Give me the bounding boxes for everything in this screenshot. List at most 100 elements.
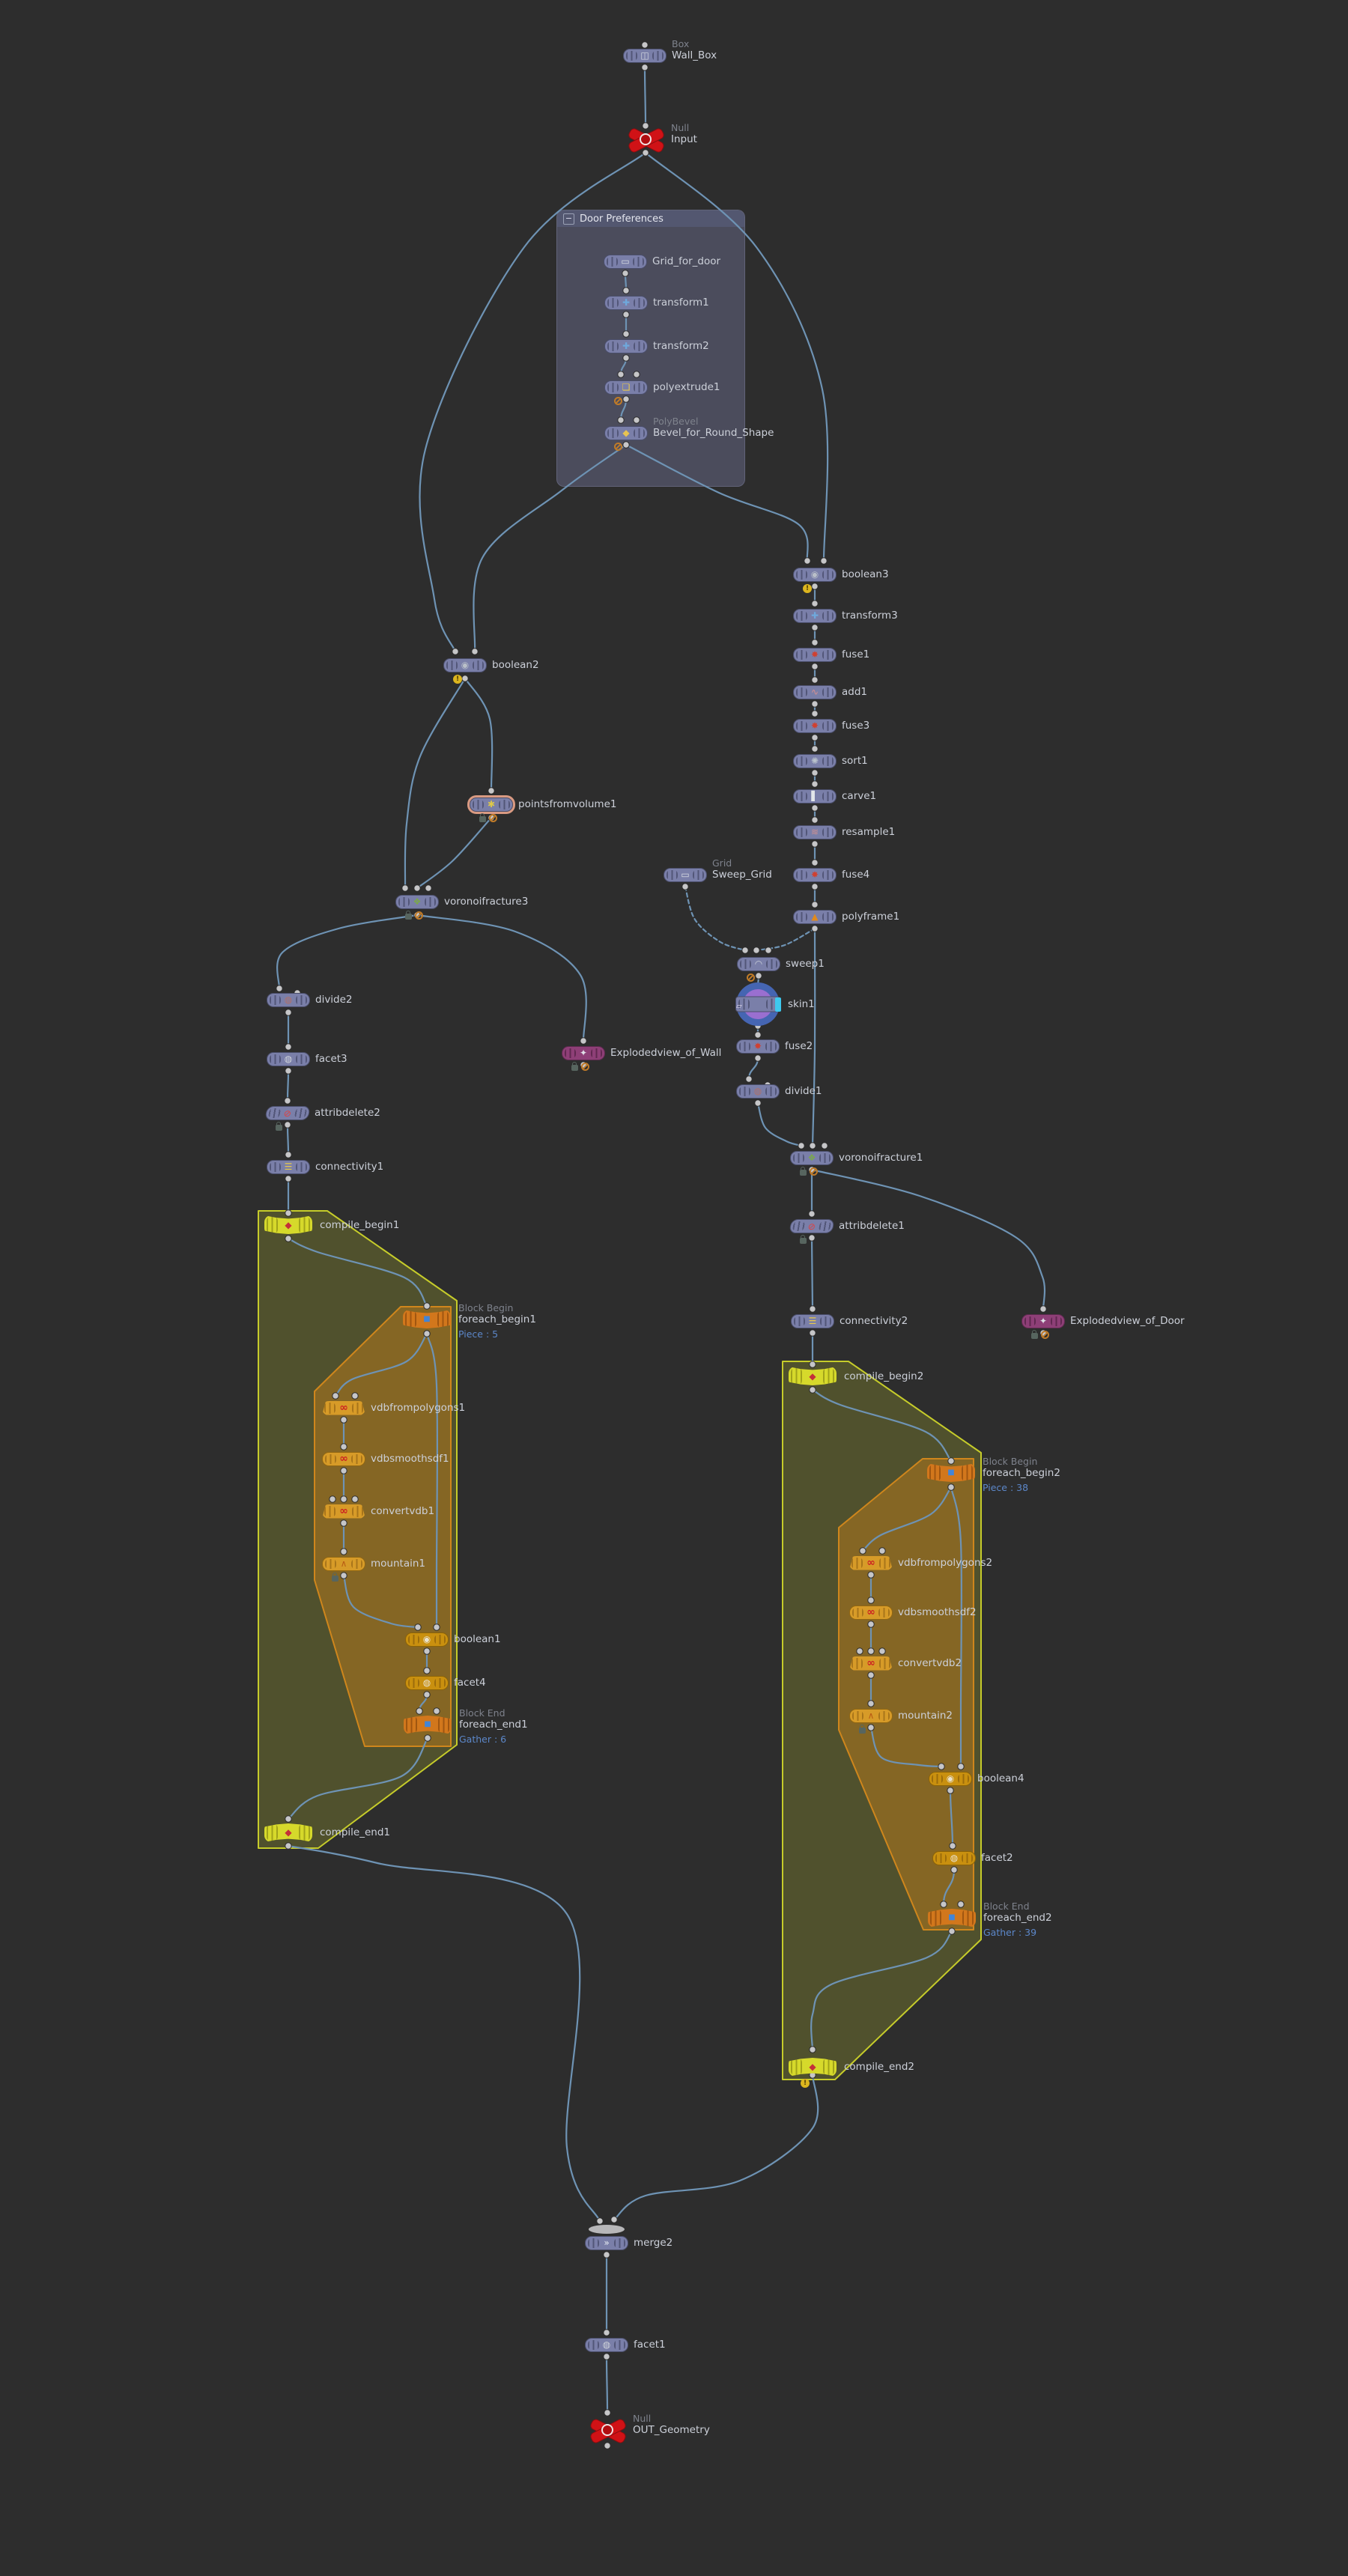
node-mountain1[interactable]: ∧: [322, 1556, 365, 1571]
node-Bevel_for_Round_Shape[interactable]: ◆: [604, 425, 648, 440]
node-add1[interactable]: ∿: [793, 684, 837, 699]
lock-badge-icon[interactable]: [800, 1234, 807, 1244]
connector-dot[interactable]: [950, 1866, 958, 1874]
connector-dot[interactable]: [610, 2216, 618, 2223]
wire-foreach_end2-to-compile_end2[interactable]: [810, 1930, 953, 2051]
connector-dot[interactable]: [424, 1734, 431, 1742]
connector-dot[interactable]: [423, 1647, 431, 1655]
connector-dot[interactable]: [285, 1151, 292, 1158]
node-voronoifracture3[interactable]: ❖: [395, 894, 439, 909]
connector-dot[interactable]: [285, 1009, 292, 1016]
warning-badge-icon[interactable]: !: [803, 583, 812, 593]
node-boolean3[interactable]: ◉: [793, 567, 837, 582]
unload-badge-icon[interactable]: [614, 442, 622, 451]
wire-polyframe1-to-sweep1[interactable]: [755, 927, 816, 952]
connector-dot[interactable]: [622, 287, 630, 294]
lock-badge-icon[interactable]: [800, 1166, 807, 1176]
node-Input[interactable]: [627, 126, 666, 154]
connector-dot[interactable]: [798, 1142, 805, 1149]
connector-dot[interactable]: [284, 1097, 291, 1105]
node-attribdelete1[interactable]: ⊘: [789, 1218, 835, 1233]
connector-dot[interactable]: [340, 1572, 347, 1579]
connector-dot[interactable]: [947, 1483, 955, 1491]
wire-Wall_Box-to-Input[interactable]: [643, 66, 647, 127]
lock-badge-icon[interactable]: [276, 1121, 282, 1131]
connector-dot[interactable]: [351, 1495, 359, 1503]
connector-dot[interactable]: [604, 2442, 611, 2449]
connector-dot[interactable]: [340, 1416, 347, 1424]
node-compile_begin1[interactable]: ◆: [264, 1215, 312, 1234]
wire-facet2-to-foreach_end2[interactable]: [942, 1868, 956, 1906]
node-fuse4[interactable]: ✸: [793, 867, 837, 882]
node-merge2[interactable]: »: [585, 2235, 628, 2250]
connector-dot[interactable]: [285, 1209, 292, 1217]
node-sweep1[interactable]: ◠: [737, 956, 780, 971]
connector-dot[interactable]: [755, 972, 762, 979]
connector-dot[interactable]: [452, 648, 459, 655]
connector-dot[interactable]: [642, 149, 649, 157]
connector-dot[interactable]: [811, 883, 819, 890]
connector-dot[interactable]: [957, 1763, 965, 1770]
connector-dot[interactable]: [423, 1302, 431, 1310]
connector-dot[interactable]: [617, 416, 625, 424]
connector-dot[interactable]: [856, 1647, 863, 1655]
wire-compile_end1-to-merge2[interactable]: [287, 1844, 601, 2223]
connector-dot[interactable]: [633, 416, 640, 424]
connector-dot[interactable]: [603, 2251, 610, 2258]
connector-dot[interactable]: [808, 1210, 816, 1218]
node-Explodedview_of_Wall[interactable]: ✦: [562, 1045, 605, 1060]
lock-badge-icon[interactable]: [571, 1061, 578, 1071]
connector-dot[interactable]: [809, 1142, 816, 1149]
connector-dot[interactable]: [285, 1043, 292, 1051]
connector-dot[interactable]: [820, 557, 828, 565]
node-Sweep_Grid[interactable]: ▭: [664, 867, 707, 882]
unload-badge-icon[interactable]: [489, 813, 497, 822]
connector-dot[interactable]: [401, 884, 409, 892]
connector-dot[interactable]: [940, 1901, 947, 1908]
connector-dot[interactable]: [745, 1075, 753, 1083]
connector-dot[interactable]: [867, 1700, 875, 1707]
lock-badge-icon[interactable]: [479, 812, 486, 822]
connector-dot[interactable]: [340, 1519, 347, 1527]
connector-dot[interactable]: [285, 1815, 292, 1823]
connector-dot[interactable]: [949, 1842, 956, 1850]
connector-dot[interactable]: [603, 2329, 610, 2336]
connector-dot[interactable]: [811, 639, 819, 646]
lock-badge-icon[interactable]: [332, 1572, 338, 1582]
node-carve1[interactable]: ▌: [793, 789, 837, 804]
connector-dot[interactable]: [488, 787, 495, 795]
node-sort1[interactable]: ✺: [793, 753, 837, 768]
network-box-header[interactable]: − Door Preferences: [557, 210, 744, 227]
connector-dot[interactable]: [811, 600, 819, 607]
connector-dot[interactable]: [811, 663, 819, 670]
wire-attribdelete1-to-connectivity2[interactable]: [810, 1236, 814, 1310]
connector-dot[interactable]: [332, 1392, 339, 1400]
connector-dot[interactable]: [423, 1667, 431, 1674]
connector-dot[interactable]: [425, 884, 432, 892]
connector-dot[interactable]: [596, 2217, 604, 2225]
connector-dot[interactable]: [809, 1329, 816, 1337]
connector-dot[interactable]: [811, 816, 819, 824]
wire-pointsfromvolume1-to-voronoifracture3[interactable]: [416, 816, 493, 890]
connector-dot[interactable]: [633, 371, 640, 378]
node-mountain2[interactable]: ∧: [849, 1708, 893, 1723]
connector-dot[interactable]: [811, 859, 819, 866]
connector-dot[interactable]: [811, 745, 819, 753]
node-facet3[interactable]: ◍: [267, 1051, 310, 1066]
connector-dot[interactable]: [811, 676, 819, 684]
connector-dot[interactable]: [867, 1671, 875, 1679]
warning-badge-icon[interactable]: !: [453, 674, 462, 684]
node-polyextrude1[interactable]: ❏: [604, 380, 648, 395]
connector-dot[interactable]: [642, 122, 649, 130]
node-pointsfromvolume1[interactable]: ✱: [470, 797, 513, 812]
connector-dot[interactable]: [423, 1330, 431, 1337]
node-fuse2[interactable]: ✸: [736, 1039, 780, 1054]
node-transform1[interactable]: ✚: [604, 295, 648, 310]
collapse-icon[interactable]: −: [563, 213, 574, 225]
wire-foreach_end1-to-compile_end1[interactable]: [287, 1737, 429, 1820]
connector-dot[interactable]: [809, 1305, 816, 1313]
connector-dot[interactable]: [622, 395, 630, 403]
connector-dot[interactable]: [811, 700, 819, 708]
node-fuse3[interactable]: ✸: [793, 718, 837, 733]
connector-dot[interactable]: [867, 1620, 875, 1628]
